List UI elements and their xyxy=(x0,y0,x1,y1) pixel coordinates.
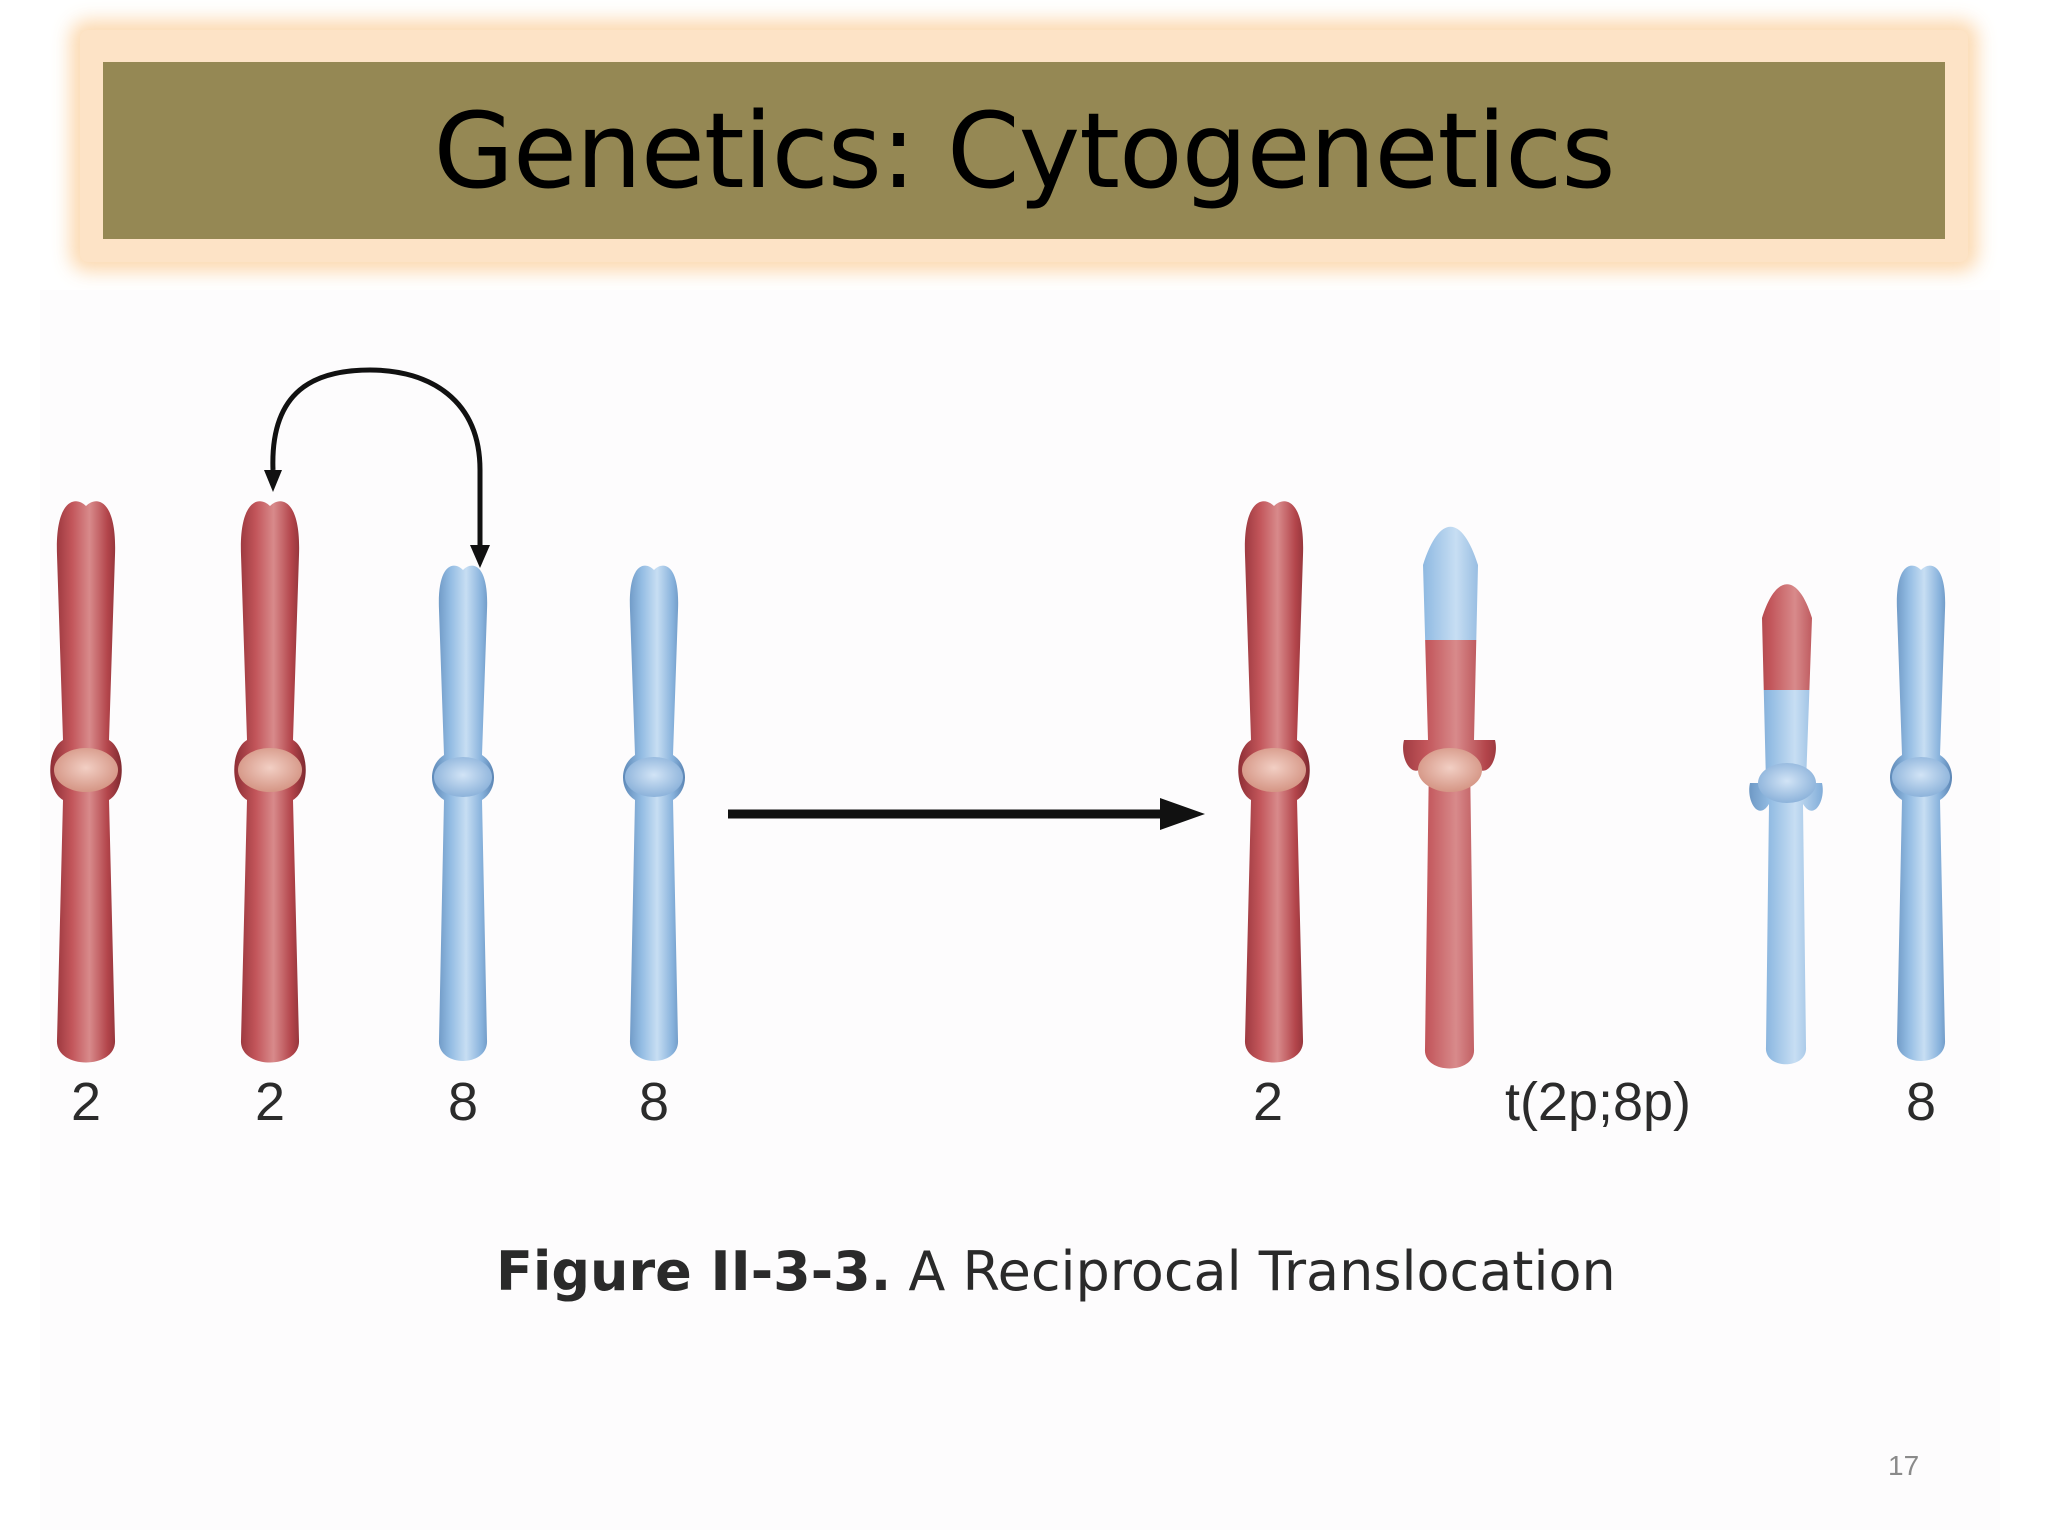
chromosome-2-before-a xyxy=(50,501,122,1063)
centromere xyxy=(625,757,683,797)
label-chromosome-8b: 8 xyxy=(639,1072,669,1132)
caption-text: A Reciprocal Translocation xyxy=(908,1240,1616,1303)
label-chromosome-2-after: 2 xyxy=(1253,1072,1283,1132)
centromere xyxy=(1418,748,1482,792)
label-chromosome-2b: 2 xyxy=(255,1072,285,1132)
figure-caption: Figure II-3-3. A Reciprocal Translocatio… xyxy=(496,1240,1616,1303)
label-chromosome-2a: 2 xyxy=(71,1072,101,1132)
label-chromosome-8-after: 8 xyxy=(1906,1072,1936,1132)
chromosome-2-before-b xyxy=(234,501,306,1063)
title-banner: Genetics: Cytogenetics xyxy=(103,62,1945,239)
transition-arrow xyxy=(728,798,1205,830)
chromosome-der8-translocation xyxy=(1749,584,1823,1065)
exchange-arrow xyxy=(264,367,490,568)
centromere xyxy=(434,757,492,797)
chromosome-8-before-a xyxy=(432,565,494,1061)
figure-panel xyxy=(40,290,2000,1530)
slide-title: Genetics: Cytogenetics xyxy=(433,89,1615,212)
centromere xyxy=(1758,763,1816,803)
centromere xyxy=(238,748,302,792)
label-translocation: t(2p;8p) xyxy=(1505,1072,1691,1132)
label-chromosome-8a: 8 xyxy=(448,1072,478,1132)
centromere xyxy=(1892,757,1950,797)
page-number: 17 xyxy=(1888,1450,1920,1481)
caption-label: Figure II-3-3. xyxy=(496,1240,892,1303)
chromosome-der2-translocation xyxy=(1403,526,1496,1069)
centromere xyxy=(54,748,118,792)
chromosome-8-before-b xyxy=(623,565,685,1061)
centromere xyxy=(1242,748,1306,792)
chromosome-8-after xyxy=(1890,565,1952,1061)
chromosome-2-after xyxy=(1238,501,1310,1063)
